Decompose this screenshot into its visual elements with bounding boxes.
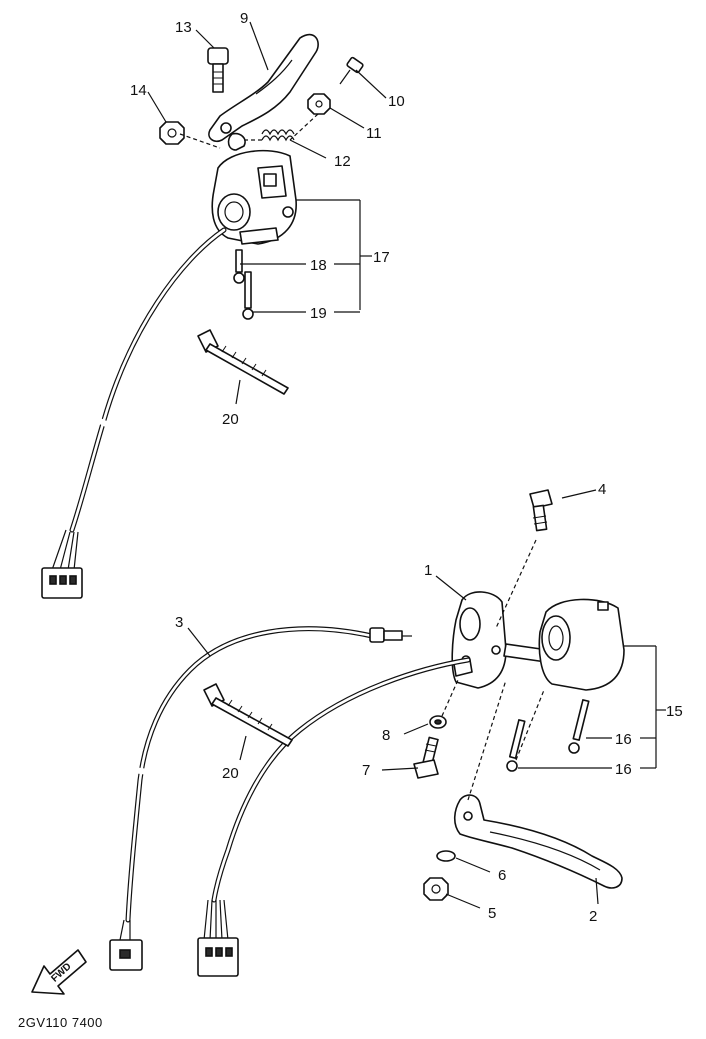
part-17-switch-housing [211, 149, 297, 245]
upper-leader-lines [147, 21, 387, 405]
part-2-brake-lever [453, 794, 623, 889]
part-16-screw-b [506, 719, 526, 772]
part-14-nut [159, 121, 185, 145]
callout-18: 18 [310, 257, 327, 274]
callout-17: 17 [373, 249, 390, 266]
callout-20a: 20 [222, 411, 239, 428]
diagram-code: 2GV110 7400 [18, 1015, 103, 1030]
callout-5: 5 [488, 905, 496, 922]
callout-9: 9 [240, 10, 248, 27]
lower-leader-lines [187, 489, 666, 909]
part-8-collar [429, 715, 447, 729]
part-19-long-screw [242, 271, 254, 320]
upper-wiring-harness [41, 227, 227, 599]
lower-wiring-harness [197, 657, 471, 977]
part-12-spring [261, 129, 295, 142]
callout-16b: 16 [615, 761, 632, 778]
part-18-screw [233, 249, 245, 284]
part-20-cable-tie-upper [197, 329, 289, 395]
callout-8: 8 [382, 727, 390, 744]
callout-2: 2 [589, 908, 597, 925]
callout-19: 19 [310, 305, 327, 322]
part-16-screw-a [568, 699, 590, 754]
part-5-nut [423, 877, 449, 901]
callout-7: 7 [362, 762, 370, 779]
callout-20b: 20 [222, 765, 239, 782]
callout-12: 12 [334, 153, 351, 170]
callout-13: 13 [175, 19, 192, 36]
part-11-nut [307, 93, 331, 115]
callout-11: 11 [366, 125, 382, 142]
part-3-switch-cable [109, 626, 412, 971]
callout-14: 14 [130, 82, 147, 99]
part-15-switch-housing [538, 598, 625, 691]
callout-4: 4 [598, 481, 606, 498]
callout-1: 1 [424, 562, 432, 579]
part-6-washer [436, 850, 456, 862]
part-1-lever-holder [451, 591, 507, 689]
part-7-pivot-bolt [413, 736, 439, 779]
callout-16a: 16 [615, 731, 632, 748]
part-9-clutch-lever [208, 33, 319, 151]
callout-10: 10 [388, 93, 405, 110]
part-20-cable-tie-lower [203, 683, 293, 747]
part-13-pivot-bolt [207, 47, 229, 93]
callout-6: 6 [498, 867, 506, 884]
callout-labels: 1 2 3 4 5 6 7 8 9 10 11 12 13 14 15 16 1… [130, 10, 683, 925]
part-4-bolt [529, 489, 553, 532]
callout-15: 15 [666, 703, 683, 720]
callout-3: 3 [175, 614, 183, 631]
fwd-arrow-icon: FWD [31, 949, 87, 995]
part-10-screw [339, 56, 364, 85]
